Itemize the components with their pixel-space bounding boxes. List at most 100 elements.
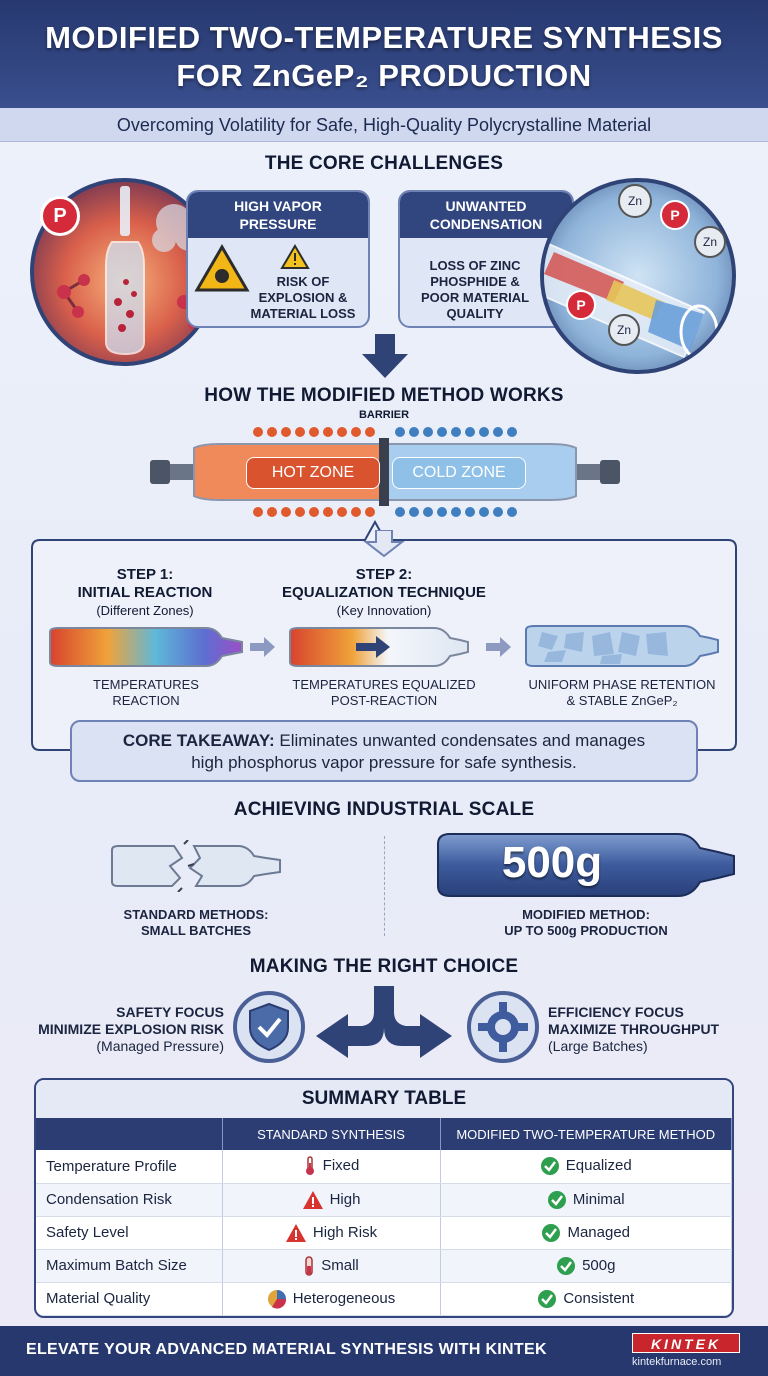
page-subtitle: Overcoming Volatility for Safe, High-Qua…	[0, 108, 768, 142]
footer-bar: ELEVATE YOUR ADVANCED MATERIAL SYNTHESIS…	[0, 1326, 768, 1376]
step1-name: INITIAL REACTION	[77, 584, 213, 601]
scale-title: ACHIEVING INDUSTRIAL SCALE	[233, 799, 535, 820]
split-arrows-icon	[316, 986, 452, 1058]
warning-icon	[285, 1223, 306, 1242]
step2-caption: TEMPERATURES EQUALIZED POST-REACTION	[270, 677, 498, 709]
small-vial-icon	[305, 1255, 313, 1276]
takeaway-line1: CORE TAKEAWAY: Eliminates unwanted conde…	[72, 730, 696, 752]
standard-value: Heterogeneous	[292, 1289, 396, 1307]
table-row: Maximum Batch Size Small 500g	[36, 1249, 732, 1283]
modified-value: Minimal	[572, 1190, 625, 1208]
standard-value: High	[329, 1190, 361, 1208]
explosion-warning-icon	[194, 244, 250, 292]
takeaway-label: CORE TAKEAWAY:	[122, 731, 275, 750]
batch-size-value: 500g	[501, 838, 603, 887]
step2-subtitle: (Key Innovation)	[336, 603, 432, 618]
modified-caption-line1: MODIFIED METHOD:	[522, 907, 650, 922]
vapor-head-text: HIGH VAPOR PRESSURE	[234, 198, 322, 232]
modified-cell: Managed	[440, 1216, 732, 1250]
modified-method-caption: MODIFIED METHOD: UP TO 500g PRODUCTION	[466, 907, 706, 939]
modified-value: Consistent	[563, 1289, 635, 1307]
modified-value: 500g	[582, 1256, 616, 1274]
row-label: Condensation Risk	[36, 1183, 223, 1217]
table-row: Temperature Profile Fixed Equalized	[36, 1150, 732, 1184]
row-label: Maximum Batch Size	[36, 1249, 223, 1283]
standard-methods-caption: STANDARD METHODS: SMALL BATCHES	[96, 907, 296, 939]
modified-value: Equalized	[565, 1157, 632, 1175]
takeaway-text1: Eliminates unwanted condensates and mana…	[274, 731, 646, 750]
phosphorus-badge: P	[40, 196, 80, 236]
scale-divider	[384, 836, 385, 936]
modified-cell: 500g	[440, 1249, 732, 1283]
gear-icon	[467, 991, 539, 1063]
page-title-line1: MODIFIED TWO-TEMPERATURE SYNTHESIS	[45, 20, 723, 55]
safety-line1: SAFETY FOCUS	[116, 1004, 224, 1020]
zinc-atom-label: Zn	[694, 226, 726, 258]
column-header: MODIFIED TWO-TEMPERATURE METHOD	[440, 1118, 732, 1150]
table-row: Safety Level High Risk Managed	[36, 1216, 732, 1250]
cold-zone-label: COLD ZONE	[392, 457, 526, 489]
choice-title: MAKING THE RIGHT CHOICE	[249, 956, 519, 977]
barrier-label: BARRIER	[358, 409, 410, 421]
panel-head-condensation: UNWANTED CONDENSATION	[400, 192, 572, 238]
standard-value: Small	[321, 1256, 359, 1274]
step2-name: EQUALIZATION TECHNIQUE	[282, 584, 486, 601]
down-arrow-icon	[362, 334, 408, 378]
efficiency-focus-text: EFFICIENCY FOCUS MAXIMIZE THROUGHPUT (La…	[548, 1004, 738, 1055]
check-circle-icon	[547, 1190, 566, 1209]
check-circle-icon	[542, 1223, 561, 1242]
mixed-pie-icon	[267, 1289, 286, 1309]
safety-line3: (Managed Pressure)	[96, 1038, 224, 1054]
warning-icon	[302, 1190, 323, 1209]
footer-tagline: ELEVATE YOUR ADVANCED MATERIAL SYNTHESIS…	[26, 1341, 547, 1358]
standard-cell: High	[222, 1183, 441, 1217]
zinc-atom-label: Zn	[608, 314, 640, 346]
check-circle-icon	[538, 1289, 557, 1308]
table-row: Condensation Risk High Minimal	[36, 1183, 732, 1217]
website-link[interactable]: kintekfurnace.com	[632, 1356, 722, 1368]
equalizing-ampoule-icon	[289, 627, 469, 667]
step1-title: STEP 1: INITIAL REACTION (Different Zone…	[58, 566, 232, 620]
standard-cell: Heterogeneous	[222, 1282, 441, 1316]
tube-cross-section-icon	[544, 240, 719, 360]
standard-cell: Fixed	[222, 1150, 441, 1184]
safety-focus-text: SAFETY FOCUS MINIMIZE EXPLOSION RISK (Ma…	[30, 1004, 224, 1055]
warning-icon	[280, 244, 310, 269]
step3-caption-line2: & STABLE ZnGeP₂	[566, 693, 678, 708]
step3-caption-line1: UNIFORM PHASE RETENTION	[528, 677, 716, 692]
column-header	[36, 1118, 223, 1150]
method-title: HOW THE MODIFIED METHOD WORKS	[204, 385, 564, 406]
header-banner: MODIFIED TWO-TEMPERATURE SYNTHESIS FOR Z…	[0, 0, 768, 108]
crystal-ampoule-icon	[525, 625, 719, 667]
thermometer-icon	[305, 1156, 314, 1176]
step2-title: STEP 2: EQUALIZATION TECHNIQUE (Key Inno…	[264, 566, 504, 620]
step1-subtitle: (Different Zones)	[96, 603, 194, 618]
modified-value: Managed	[567, 1223, 631, 1241]
standard-cell: High Risk	[222, 1216, 441, 1250]
efficiency-line2: MAXIMIZE THROUGHPUT	[548, 1021, 720, 1037]
summary-table: STANDARD SYNTHESIS MODIFIED TWO-TEMPERAT…	[36, 1118, 732, 1316]
row-label: Temperature Profile	[36, 1150, 223, 1184]
modified-caption-line2: UP TO 500g PRODUCTION	[504, 923, 668, 938]
check-circle-icon	[557, 1256, 576, 1275]
zinc-atom-label: Zn	[618, 184, 652, 218]
summary-title: SUMMARY TABLE	[36, 1080, 732, 1118]
kintek-logo[interactable]: KINTEK	[632, 1333, 740, 1353]
broken-ampoule-icon	[111, 840, 281, 892]
shield-icon	[233, 991, 305, 1063]
modified-cell: Minimal	[440, 1183, 732, 1217]
phosphorus-atom-label: P	[660, 200, 690, 230]
hot-zone-label: HOT ZONE	[246, 457, 380, 489]
step2-caption-line1: TEMPERATURES EQUALIZED	[292, 677, 476, 692]
row-label: Material Quality	[36, 1282, 223, 1316]
right-arrow-icon	[486, 637, 511, 657]
gradient-ampoule-icon	[49, 627, 243, 667]
phosphorus-atom-label: P	[566, 290, 596, 320]
step1-caption: TEMPERATURES REACTION	[46, 677, 246, 709]
takeaway-line2: high phosphorus vapor pressure for safe …	[191, 753, 577, 772]
check-circle-icon	[540, 1157, 559, 1176]
step1-number: STEP 1:	[116, 566, 174, 583]
standard-caption-line2: SMALL BATCHES	[140, 923, 252, 938]
high-vapor-pressure-panel: HIGH VAPOR PRESSURE RISK OF EXPLOSION & …	[186, 190, 370, 328]
step1-caption-line1: TEMPERATURES	[93, 677, 199, 692]
